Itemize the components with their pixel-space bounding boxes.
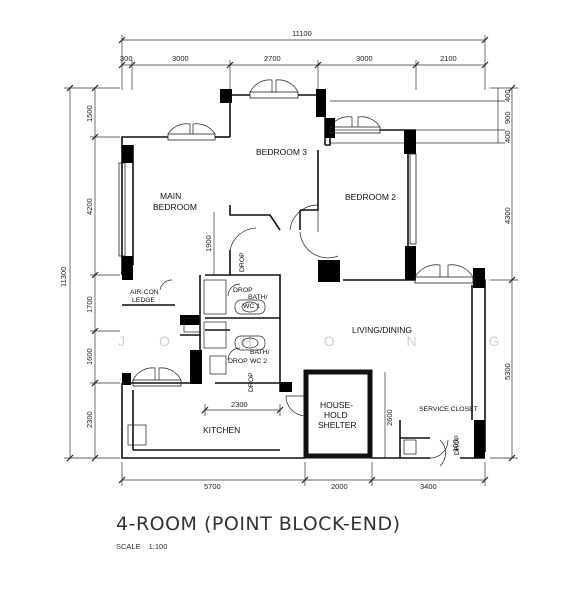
label-shelter-3: SHELTER [318, 420, 357, 430]
plan-title: 4-ROOM (POINT BLOCK-END) [116, 513, 401, 535]
label-main-bedroom-2: BEDROOM [153, 202, 197, 212]
dim-left-5: 1600 [85, 348, 94, 365]
label-shelter-2: HOLD [324, 410, 348, 420]
dim-top-2: 3000 [172, 54, 189, 63]
dim-shelter-height: 2600 [385, 409, 394, 426]
dim-left-6: 2300 [85, 411, 94, 428]
dim-right-3: 400 [503, 130, 512, 143]
fixtures [127, 279, 417, 455]
dim-top-5: 2100 [440, 54, 457, 63]
dimension-lines [64, 35, 518, 486]
dim-bottom-2: 2000 [331, 482, 348, 491]
label-main-bedroom-1: MAIN [160, 191, 181, 201]
label-kitchen: KITCHEN [203, 425, 240, 435]
dim-left-4: 1700 [85, 296, 94, 313]
label-bath1-1: BATH/ [248, 294, 268, 301]
walls [121, 94, 486, 459]
dim-kitchen-width: 2300 [231, 400, 248, 409]
dim-left-2: 4200 [85, 198, 94, 215]
dim-right-4: 4300 [503, 207, 512, 224]
label-bedroom-2: BEDROOM 2 [345, 192, 396, 202]
label-bath2-2: WC 2 [250, 358, 267, 365]
label-drop-1: DROP [239, 252, 246, 272]
label-living-dining: LIVING/DINING [352, 325, 412, 335]
window-swings [132, 79, 474, 381]
dim-closet-width: 100 [451, 439, 460, 452]
label-service-closet: SERVICE CLOSET [419, 406, 478, 413]
dim-bottom-1: 5700 [204, 482, 221, 491]
dim-left-3: 1900 [204, 235, 213, 252]
dim-overall-height: 11300 [59, 267, 68, 287]
plan-scale: SCALE 1:100 [116, 542, 175, 551]
label-drop-5: DROP [454, 435, 461, 455]
label-drop-2: DROP [233, 287, 253, 294]
doors [159, 204, 449, 467]
label-drop-4: DROP [248, 372, 255, 392]
label-aircon-1: AIR-CON [130, 289, 159, 296]
dim-bottom-3: 3400 [420, 482, 437, 491]
label-drop-3: DROP [228, 358, 248, 365]
watermark: JO H O N G [118, 333, 533, 349]
label-bedroom-3: BEDROOM 3 [256, 147, 307, 157]
dim-top-4: 3000 [356, 54, 373, 63]
dim-right-5: 5300 [503, 363, 512, 380]
dim-right-1: 400 [503, 89, 512, 102]
dim-left-1: 1500 [85, 105, 94, 122]
dimension-ticks [66, 36, 516, 484]
scale-label: SCALE [116, 542, 141, 551]
label-bath1-2: WC 1 [243, 303, 260, 310]
label-shelter-1: HOUSE- [320, 400, 353, 410]
windows [118, 91, 474, 387]
dim-top-3: 2700 [264, 54, 281, 63]
label-aircon-2: LEDGE [132, 297, 156, 304]
dim-overall-width: 11100 [292, 29, 312, 38]
dim-right-2: 900 [503, 111, 512, 124]
label-bath2-1: BATH/ [250, 349, 270, 356]
dim-top-1: 300 [120, 54, 133, 63]
scale-value: 1:100 [148, 542, 168, 551]
